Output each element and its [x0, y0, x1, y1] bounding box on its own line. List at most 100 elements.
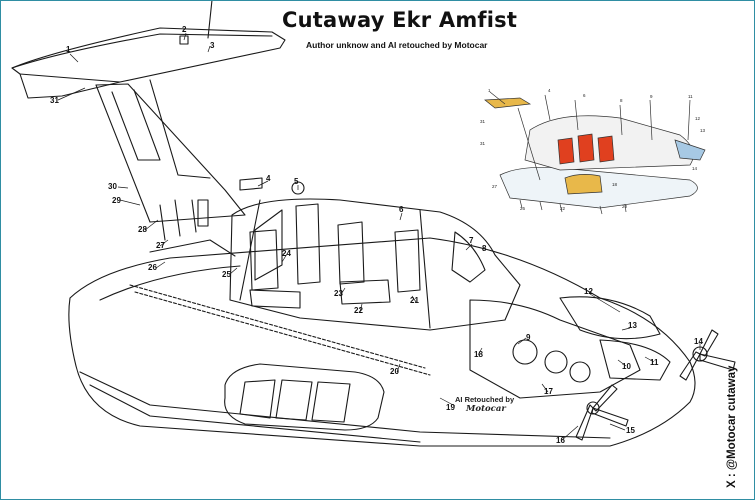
callout-15: 15	[626, 426, 635, 435]
sponson-vent-1	[239, 379, 276, 419]
sponson	[224, 363, 385, 431]
callout-26: 26	[148, 263, 157, 272]
cabin	[229, 198, 521, 331]
propeller-blade-lower-2	[575, 404, 594, 441]
callout-17: 17	[544, 387, 553, 396]
inset-detail-drawing	[484, 91, 706, 215]
linkage	[149, 239, 236, 257]
engine-housing	[599, 339, 671, 381]
seat-front-left	[337, 221, 365, 285]
strut-tubes	[159, 199, 197, 241]
central-duct-2	[134, 291, 431, 376]
sponson-vent-2	[275, 379, 313, 421]
side-credit: X : @Motocar cutaway	[726, 365, 738, 488]
inset-label-18: 18	[612, 182, 618, 187]
callout-20: 20	[390, 367, 399, 376]
page-subtitle: Author unknow and AI retouched by Motoca…	[306, 40, 488, 50]
callout-6: 6	[399, 205, 404, 214]
inset-label-4: 4	[548, 88, 551, 93]
inset-seat-1	[557, 137, 575, 165]
wing	[11, 27, 286, 83]
nav-light	[291, 181, 305, 195]
inset-line-2	[519, 199, 627, 215]
propeller-blade-right-1	[699, 329, 719, 357]
callout-23: 23	[334, 289, 343, 298]
callout-19: 19	[446, 403, 455, 412]
callout-29: 29	[112, 196, 121, 205]
callout-10: 10	[622, 362, 631, 371]
inset-label-9: 9	[650, 94, 653, 99]
callout-labels: 1 2 3 4 5 6 7 8 9 10 11 12 13 14 15 16 1…	[50, 25, 703, 445]
callout-3: 3	[210, 41, 215, 50]
inset-wing	[484, 97, 532, 109]
callout-31: 31	[50, 96, 59, 105]
pylon-rib	[111, 89, 161, 161]
callout-2: 2	[182, 25, 187, 34]
inset-label-22: 22	[560, 206, 566, 211]
callout-5: 5	[294, 177, 299, 186]
inset-label-27: 27	[492, 184, 498, 189]
sponson-vent-3	[311, 381, 351, 423]
inset-label-8: 8	[620, 98, 623, 103]
engine-cylinder-3	[569, 361, 591, 383]
seat-rear-left-cushion	[249, 289, 301, 309]
engine-cylinder-1	[512, 339, 538, 365]
seat-front-right	[394, 229, 421, 293]
propeller-blade-lower-1	[592, 384, 618, 412]
inset-label-13: 13	[700, 128, 706, 133]
leader-lines	[57, 32, 701, 441]
callout-16: 16	[556, 436, 565, 445]
callout-13: 13	[628, 321, 637, 330]
propeller-blade-right-2	[699, 353, 736, 371]
propeller-blade-lower-3	[591, 407, 629, 427]
retouch-credit: AI Retouched by	[455, 395, 515, 404]
engine-cylinder-2	[544, 350, 568, 374]
inset-fuel-tank	[564, 174, 603, 195]
callout-28: 28	[138, 225, 147, 234]
inset-label-14: 14	[692, 166, 698, 171]
motocar-logo: Motocar	[466, 404, 506, 414]
inset-seat-3	[597, 135, 615, 163]
seat-rear-left	[249, 229, 279, 291]
callout-7: 7	[469, 236, 474, 245]
page-title: Cutaway Ekr Amfist	[282, 8, 518, 32]
wing-tip	[19, 73, 121, 99]
antenna	[207, 0, 213, 39]
callout-27: 27	[156, 241, 165, 250]
engine-bay	[469, 299, 641, 399]
seat-rear-right	[295, 203, 321, 285]
wing-leading-edge	[11, 33, 273, 69]
propeller-blade-right-3	[679, 351, 701, 381]
canopy-frame-2	[419, 209, 431, 329]
callout-21: 21	[410, 296, 419, 305]
callout-24: 24	[282, 249, 291, 258]
wing-strut	[149, 79, 211, 179]
callout-18: 18	[474, 350, 483, 359]
wing-pylon	[95, 83, 246, 223]
inset-label-1: 1	[488, 88, 491, 93]
callout-25: 25	[222, 270, 231, 279]
inset-label-20: 20	[622, 204, 628, 209]
seat-front-left-cushion	[339, 279, 391, 305]
inset-label-26: 26	[520, 206, 526, 211]
mechanism-top	[239, 177, 263, 191]
callout-12: 12	[584, 287, 593, 296]
inset-strut	[517, 107, 541, 181]
window-rear	[254, 209, 283, 281]
callout-11: 11	[650, 358, 659, 367]
callout-1: 1	[66, 45, 71, 54]
callout-30: 30	[108, 182, 117, 191]
hull-deck-edge	[99, 265, 241, 301]
callout-4: 4	[266, 174, 271, 183]
callout-22: 22	[354, 306, 363, 315]
callout-8: 8	[482, 244, 487, 253]
central-duct	[129, 284, 426, 369]
hull-side	[79, 371, 611, 439]
inset-label-12: 12	[695, 116, 701, 121]
inset-label-31: 31	[480, 141, 486, 146]
rear-pod	[559, 296, 661, 340]
inset-label-6: 6	[583, 93, 586, 98]
inset-line-1	[489, 91, 691, 141]
